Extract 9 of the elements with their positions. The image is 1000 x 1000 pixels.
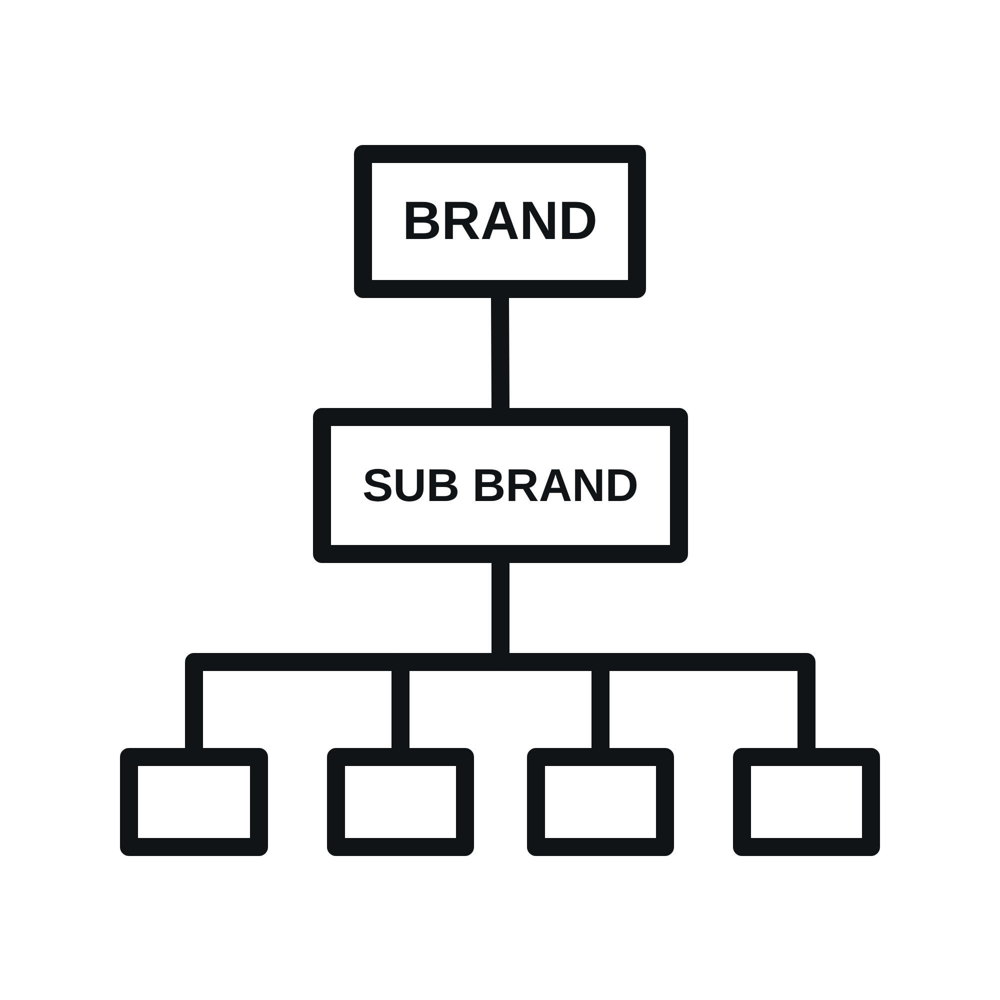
hierarchy-box [527, 748, 674, 856]
hierarchy-box [327, 748, 474, 856]
box-label: BRAND [402, 192, 598, 252]
hierarchy-box [120, 748, 268, 856]
hierarchy-box [354, 145, 646, 298]
hierarchy-box [733, 748, 880, 856]
hierarchy-box [313, 408, 688, 563]
connector-line [491, 298, 510, 408]
box-label: SUB BRAND [362, 460, 638, 511]
